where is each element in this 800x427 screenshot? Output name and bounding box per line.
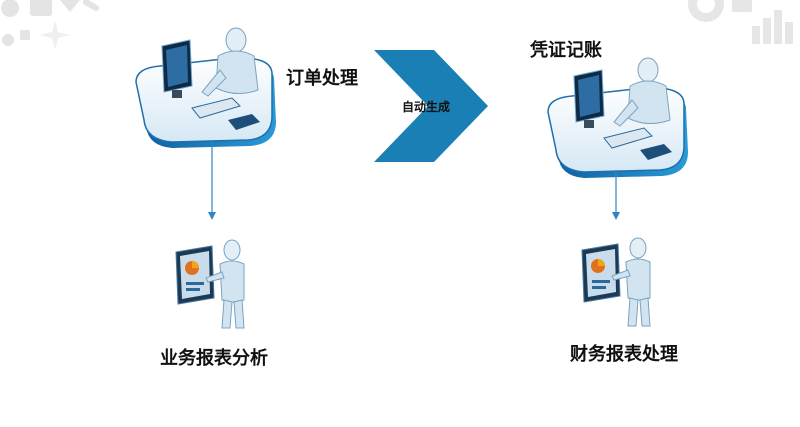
- voucher-workstation-figure: [547, 57, 688, 178]
- voucher-to-report-connector: [612, 170, 620, 220]
- analytics-icon: [688, 0, 793, 44]
- financial-report-processing-label: 财务报表处理: [570, 344, 678, 365]
- auto-generate-label: 自动生成: [402, 100, 451, 114]
- tools-icon: [1, 0, 100, 50]
- auto-generate-arrow: [374, 50, 488, 162]
- financial-report-presenter-figure: [581, 237, 651, 327]
- business-report-presenter-figure: [175, 239, 245, 329]
- voucher-posting-label: 凭证记账: [530, 40, 602, 61]
- business-report-analysis-label: 业务报表分析: [160, 348, 268, 369]
- order-to-report-connector: [208, 140, 216, 220]
- order-workstation-figure: [135, 27, 276, 148]
- order-processing-label: 订单处理: [286, 68, 358, 89]
